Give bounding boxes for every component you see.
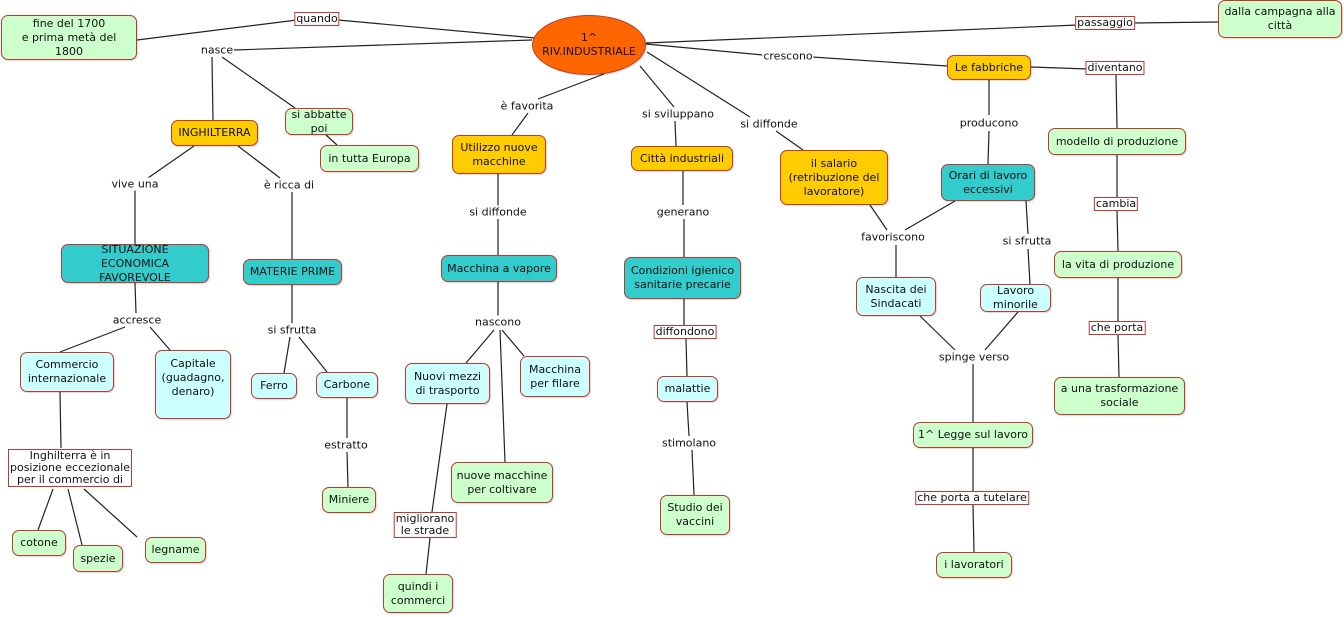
concept-legname[interactable]: legname xyxy=(145,537,206,563)
link-si-sfrutta[interactable]: si sfrutta xyxy=(1001,234,1053,248)
concept-lavoratori[interactable]: i lavoratori xyxy=(936,552,1012,578)
link-si-sfrutta-2[interactable]: si sfrutta xyxy=(266,323,318,337)
link-estratto[interactable]: estratto xyxy=(323,438,369,452)
concept-nascita-sindacati[interactable]: Nascita dei Sindacati xyxy=(856,277,936,316)
concept-capitale[interactable]: Capitale (guadagno, denaro) xyxy=(155,350,231,419)
link-passaggio[interactable]: passaggio xyxy=(1075,16,1135,30)
concept-spezie[interactable]: spezie xyxy=(73,545,123,572)
link-nasce[interactable]: nasce xyxy=(199,43,235,57)
concept-modello-produzione[interactable]: modello di produzione xyxy=(1048,128,1186,155)
link-e-favorita[interactable]: è favorita xyxy=(499,99,555,113)
concept-utilizzo-macchine[interactable]: Utilizzo nuove macchine xyxy=(452,135,546,174)
concept-inghilterra[interactable]: INGHILTERRA xyxy=(171,120,258,146)
concept-carbone[interactable]: Carbone xyxy=(316,372,378,398)
connector xyxy=(37,19,1219,575)
link-si-sviluppano[interactable]: si sviluppano xyxy=(640,107,716,121)
link-si-diffonde[interactable]: si diffonde xyxy=(739,117,799,131)
link-spinge-verso[interactable]: spinge verso xyxy=(937,350,1011,364)
concept-vita-produzione[interactable]: la vita di produzione xyxy=(1054,251,1182,278)
link-e-ricca-di[interactable]: è ricca di xyxy=(262,178,316,192)
concept-macchina-vapore[interactable]: Macchina a vapore xyxy=(441,255,557,282)
link-cambia[interactable]: cambia xyxy=(1093,197,1139,211)
concept-main-riv-industriale[interactable]: 1^ RIV.INDUSTRIALE xyxy=(532,15,646,75)
concept-fabbriche[interactable]: Le fabbriche xyxy=(947,55,1031,80)
link-nascono[interactable]: nascono xyxy=(474,315,522,329)
link-diventano[interactable]: diventano xyxy=(1085,61,1145,75)
concept-ferro[interactable]: Ferro xyxy=(251,373,297,399)
link-stimolano[interactable]: stimolano xyxy=(660,436,718,450)
concept-legge-lavoro[interactable]: 1^ Legge sul lavoro xyxy=(913,422,1033,448)
link-favoriscono[interactable]: favoriscono xyxy=(860,230,926,244)
concept-miniere[interactable]: Miniere xyxy=(322,487,376,513)
concept-studio-vaccini[interactable]: Studio dei vaccini xyxy=(660,495,730,535)
concept-lavoro-minorile[interactable]: Lavoro minorile xyxy=(980,284,1051,312)
concept-salario[interactable]: il salario (retribuzione del lavoratore) xyxy=(780,150,888,205)
link-generano[interactable]: generano xyxy=(655,205,711,219)
concept-orari-lavoro[interactable]: Orari di lavoro eccessivi xyxy=(941,164,1035,201)
link-si-diffonde-2[interactable]: si diffonde xyxy=(468,205,528,219)
concept-citta-industriali[interactable]: Città industriali xyxy=(631,146,733,171)
link-migliorano-strade[interactable]: migliorano le strade xyxy=(393,512,457,538)
concept-cotone[interactable]: cotone xyxy=(12,530,66,556)
link-crescono[interactable]: crescono xyxy=(762,49,814,63)
concept-trasformazione-sociale[interactable]: a una trasformazione sociale xyxy=(1054,377,1185,415)
concept-nuovi-mezzi-trasporto[interactable]: Nuovi mezzi di trasporto xyxy=(405,363,490,404)
link-che-porta[interactable]: che porta xyxy=(1088,321,1146,335)
concept-macchina-filare[interactable]: Macchina per filare xyxy=(520,356,590,397)
link-producono[interactable]: producono xyxy=(958,116,1020,130)
link-che-porta-a-tutelare[interactable]: che porta a tutelare xyxy=(915,491,1029,505)
concept-malattie[interactable]: malattie xyxy=(657,376,718,402)
concept-quindi-commerci[interactable]: quindi i commerci xyxy=(383,574,453,613)
concept-materie-prime[interactable]: MATERIE PRIME xyxy=(243,259,342,285)
concept-si-abbatte-poi[interactable]: si abbatte poi xyxy=(285,108,353,135)
concept-commercio-internazionale[interactable]: Commercio internazionale xyxy=(20,352,114,392)
link-diffondono[interactable]: diffondono xyxy=(653,325,717,339)
link-quando[interactable]: quando xyxy=(294,12,340,26)
concept-dalla-campagna[interactable]: dalla campagna alla città xyxy=(1218,0,1342,38)
link-accresce[interactable]: accresce xyxy=(111,313,163,327)
concept-in-tutta-europa[interactable]: in tutta Europa xyxy=(320,145,419,172)
link-posizione-eccezionale[interactable]: Inghilterra è in posizione eccezionale p… xyxy=(7,449,133,487)
concept-fine-1700[interactable]: fine del 1700 e prima metà del 1800 xyxy=(1,15,137,60)
concept-macchine-coltivare[interactable]: nuove macchine per coltivare xyxy=(451,462,553,503)
concept-situazione-economica[interactable]: SITUAZIONE ECONOMICA FAVOREVOLE xyxy=(61,243,209,284)
link-vive-una[interactable]: vive una xyxy=(110,177,160,191)
concept-condizioni-igieniche[interactable]: Condizioni igienico sanitarie precarie xyxy=(624,257,741,299)
